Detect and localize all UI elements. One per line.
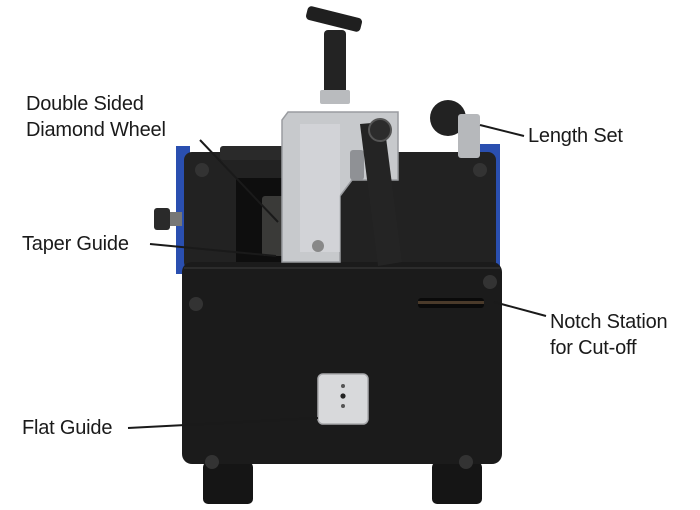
hex-screw xyxy=(195,163,209,177)
carriage-highlight xyxy=(300,124,340,252)
callout-line-notch xyxy=(493,301,547,317)
lever-handle xyxy=(305,6,363,32)
callout-line-length xyxy=(479,124,525,137)
adjust-knob xyxy=(154,208,170,230)
hex-screw xyxy=(459,455,473,469)
knob-stem xyxy=(168,212,182,226)
guide-dot xyxy=(340,393,346,399)
label-wheel-line2: Diamond Wheel xyxy=(26,119,166,141)
label-wheel-line1: Double Sided xyxy=(26,93,144,115)
lever-post xyxy=(324,30,346,94)
flat-guide-block xyxy=(317,373,369,425)
hex-screw xyxy=(483,275,497,289)
length-bracket xyxy=(458,114,480,158)
front-plate xyxy=(182,262,502,464)
callout-line-taper xyxy=(149,243,277,257)
clamp-pivot xyxy=(368,118,392,142)
carriage-slot xyxy=(350,150,364,180)
hex-screw xyxy=(205,455,219,469)
foot-left xyxy=(203,462,253,504)
callout-line-wheel xyxy=(199,139,279,223)
label-notch-line1: Notch Station xyxy=(550,311,668,333)
label-length-set: Length Set xyxy=(528,125,623,147)
hex-screw xyxy=(189,297,203,311)
carriage-screw xyxy=(312,240,324,252)
label-flat-guide: Flat Guide xyxy=(22,417,113,439)
length-knob xyxy=(430,100,466,136)
guide-dot xyxy=(341,384,345,388)
hex-screw xyxy=(473,163,487,177)
top-lip xyxy=(220,146,286,160)
lever-collar xyxy=(320,90,350,104)
clamp-arm xyxy=(360,122,402,266)
guide-dot xyxy=(341,404,345,408)
label-notch-line2: for Cut-off xyxy=(550,337,637,359)
notch-slot-glint xyxy=(418,301,484,304)
label-taper-guide: Taper Guide xyxy=(22,233,129,255)
foot-right xyxy=(432,462,482,504)
callout-line-flat xyxy=(127,417,319,429)
